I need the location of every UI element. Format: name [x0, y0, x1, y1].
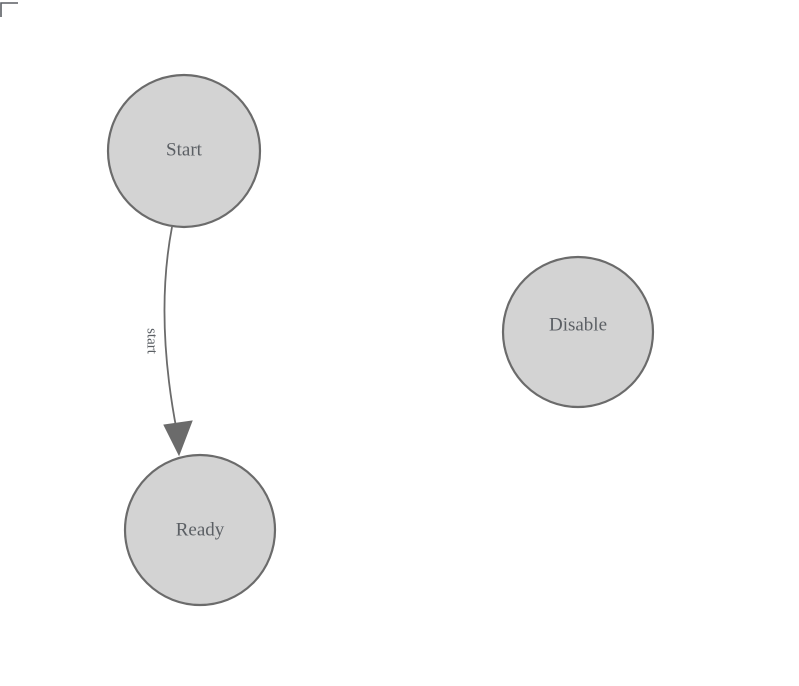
node-disable-label: Disable — [549, 314, 607, 335]
node-ready-label: Ready — [176, 519, 225, 540]
node-ready[interactable]: Ready — [123, 453, 277, 607]
node-start-label: Start — [166, 139, 203, 160]
node-ready-circle[interactable] — [123, 453, 277, 607]
arrowhead-icon — [163, 420, 193, 457]
edge-start-to-ready[interactable]: start — [144, 226, 193, 457]
node-start[interactable]: Start — [106, 73, 262, 229]
edge-label-start: start — [144, 328, 160, 355]
top-left-corner-mark-icon — [0, 2, 18, 17]
edge-line — [163, 226, 178, 433]
node-disable-circle[interactable] — [501, 255, 655, 409]
node-start-circle[interactable] — [106, 73, 262, 229]
node-disable[interactable]: Disable — [501, 255, 655, 409]
